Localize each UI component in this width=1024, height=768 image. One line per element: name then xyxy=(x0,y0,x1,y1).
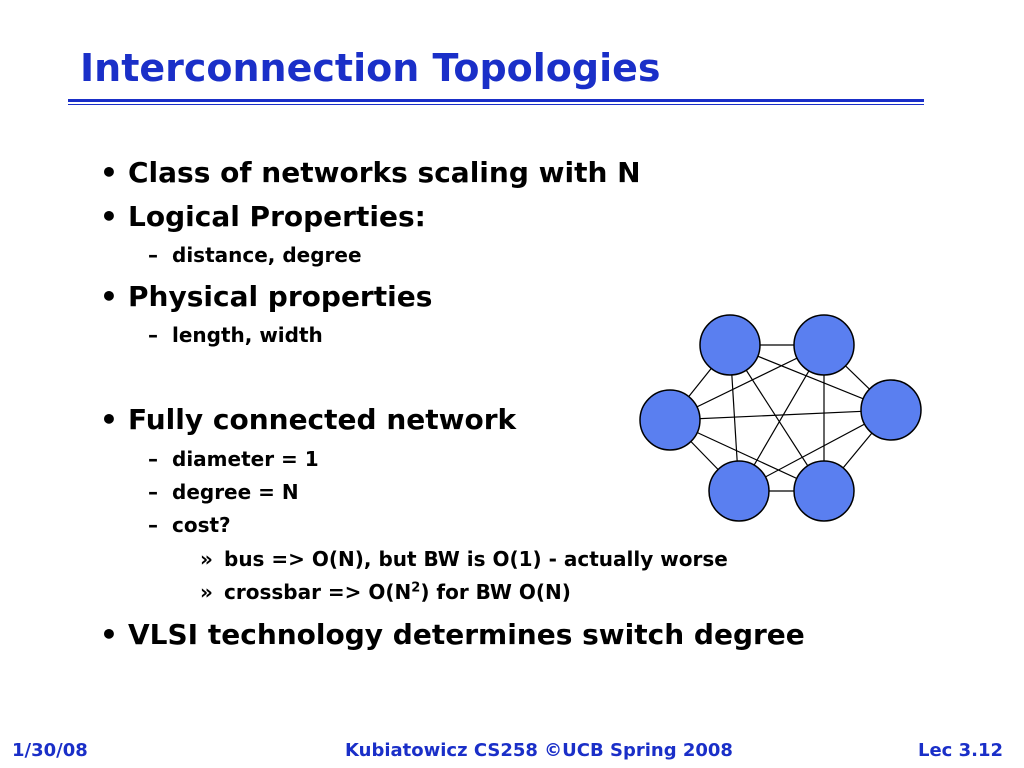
bullet-marker: • xyxy=(100,200,118,233)
footer-date: 1/30/08 xyxy=(12,740,88,761)
slide-title: Interconnection Topologies xyxy=(80,46,661,90)
bullet-marker: • xyxy=(100,156,118,189)
dash-marker: – xyxy=(148,480,158,504)
guillemet-marker: » xyxy=(200,547,213,571)
bullet-marker: • xyxy=(100,280,118,313)
crossbar-text-post: ) for BW O(N) xyxy=(420,580,571,604)
bullet-text: Class of networks scaling with N xyxy=(128,156,641,189)
superscript-exponent: 2 xyxy=(411,580,421,596)
bullet-marker: • xyxy=(100,403,118,436)
guillemet-marker: » xyxy=(200,580,213,604)
bullet-text: Fully connected network xyxy=(128,403,517,436)
dash-marker: – xyxy=(148,243,158,267)
title-underline xyxy=(68,99,924,102)
sub-bullet-text: diameter = 1 xyxy=(172,447,319,471)
sub-bullet-text: distance, degree xyxy=(172,243,362,267)
sub-bullet-text: degree = N xyxy=(172,480,299,504)
bullet-text: Physical properties xyxy=(128,280,433,313)
sub-bullet-text: cost? xyxy=(172,513,231,537)
footer-lecture: Lec 3.12 xyxy=(918,740,1004,761)
dash-marker: – xyxy=(148,447,158,471)
dash-marker: – xyxy=(148,513,158,537)
dash-marker: – xyxy=(148,323,158,347)
sub-sub-bullet-text: crossbar => O(N2) for BW O(N) xyxy=(224,580,571,604)
crossbar-text-pre: crossbar => O(N xyxy=(224,580,412,604)
bullet-text: Logical Properties: xyxy=(128,200,426,233)
bullet-text: VLSI technology determines switch degree xyxy=(128,618,805,651)
sub-bullet-text: length, width xyxy=(172,323,323,347)
title-underline-thin xyxy=(68,104,924,105)
footer-course: Kubiatowicz CS258 ©UCB Spring 2008 xyxy=(345,740,733,761)
sub-sub-bullet-text: bus => O(N), but BW is O(1) - actually w… xyxy=(224,547,728,571)
bullet-marker: • xyxy=(100,618,118,651)
bullet-list: • Class of networks scaling with N • Log… xyxy=(100,156,805,651)
